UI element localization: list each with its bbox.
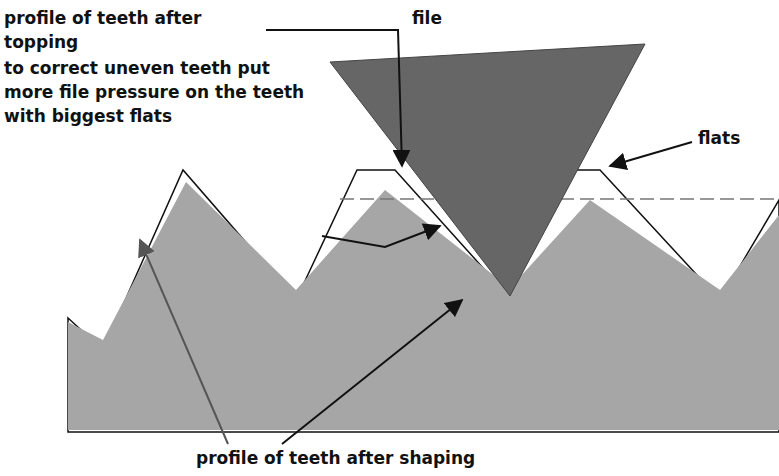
leader-line bbox=[610, 142, 692, 166]
shaping-profile bbox=[68, 182, 779, 430]
part-label: flats bbox=[698, 126, 768, 150]
callout-label: profile of teeth after topping bbox=[4, 6, 266, 54]
leader-line bbox=[282, 300, 462, 444]
callout-label: profile of teeth after shaping bbox=[196, 446, 556, 470]
leader-line bbox=[322, 226, 440, 247]
note-label: to correct uneven teeth put more file pr… bbox=[4, 56, 324, 128]
leader-line bbox=[140, 240, 228, 444]
part-label: file bbox=[412, 6, 472, 30]
topping-profile bbox=[68, 170, 779, 432]
file-triangle bbox=[330, 44, 645, 296]
